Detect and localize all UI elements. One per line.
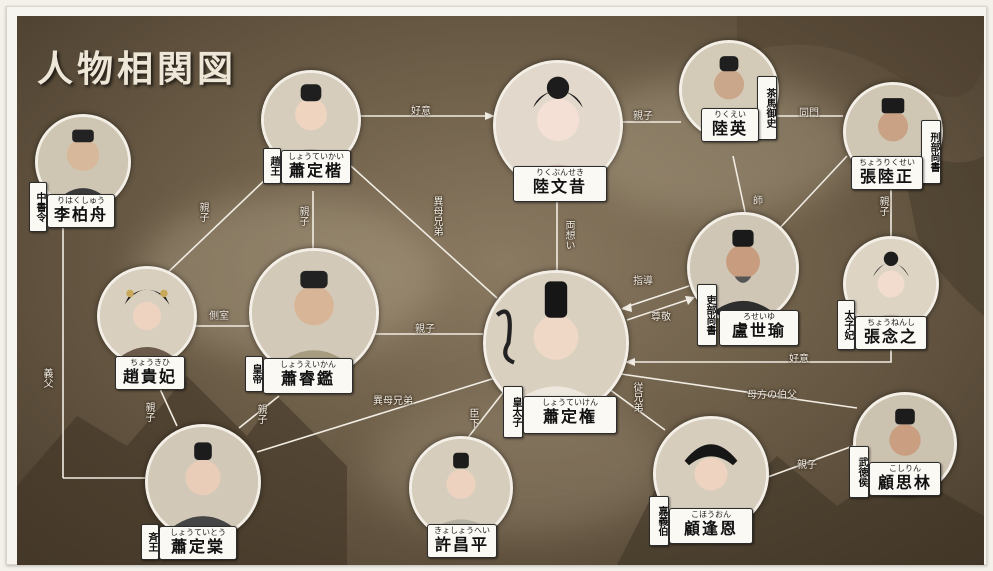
character-name: 陸文昔: [532, 177, 587, 196]
character-name: 李柏舟: [53, 205, 108, 224]
character-namebox: しょうていとう 蕭定棠: [159, 526, 237, 560]
relation-label: 親子: [877, 196, 888, 216]
relation-label: 指導: [633, 276, 653, 287]
link-emperor-tang: [238, 395, 280, 429]
character-name: 許昌平: [434, 535, 489, 554]
relation-label: 好意: [411, 106, 431, 117]
character-name: 蕭定棠: [170, 537, 225, 556]
character-name: 趙貴妃: [122, 367, 177, 386]
relation-label: 異母兄弟: [373, 396, 413, 407]
character-ruby: こしりん: [889, 464, 921, 473]
character-ruby: しょうていけん: [542, 398, 598, 407]
character-title: 刑部尚書: [921, 120, 941, 184]
character-ruby: ちょうりくせい: [859, 158, 915, 167]
link-quan-silin: [620, 373, 858, 409]
relation-label: 好意: [789, 354, 809, 365]
relationship-lines: [62, 112, 892, 479]
page-title: 人物相関図: [37, 48, 238, 90]
character-ruby: りくえい: [714, 110, 746, 119]
character-name: 顧逢恩: [683, 519, 738, 538]
relation-label: 母方の伯父: [747, 390, 797, 401]
character-title: 嘉義伯: [649, 496, 669, 546]
link-kai-guifei: [161, 175, 270, 279]
link-shiyu-quan-2: [626, 297, 694, 321]
relation-label: 親子: [143, 402, 154, 422]
character-title: 太子妃: [837, 300, 855, 350]
link-ying-shiyu: [732, 155, 748, 222]
relation-label: 親子: [255, 404, 266, 424]
character-title: 皇太子: [503, 386, 523, 438]
character-title: 趙王: [263, 148, 281, 184]
character-namebox: しょうていけん 蕭定権: [523, 396, 617, 434]
relation-label: 臣下: [467, 408, 478, 428]
portrait-image: [145, 424, 261, 540]
relation-label: 従兄弟: [631, 382, 642, 412]
relation-label: 親子: [415, 324, 435, 335]
relation-label: 尊敬: [651, 312, 671, 323]
character-namebox: こしりん 顧思林: [869, 462, 941, 496]
link-quan-xu: [462, 389, 506, 445]
character-title: 吏部尚書: [697, 284, 717, 346]
link-quan-fengen: [604, 385, 666, 431]
character-name: 顧思林: [877, 473, 932, 492]
arrowhead-zunjing: [685, 296, 695, 305]
character-ruby: りくぶんせき: [536, 168, 584, 177]
relation-label: 側室: [209, 311, 229, 322]
relation-label: 親子: [797, 460, 817, 471]
relation-label: 親子: [297, 206, 308, 226]
character-namebox: しょうえいかん 蕭睿鑑: [263, 358, 353, 394]
character-title: 武徳侯: [849, 446, 869, 498]
character-ruby: ちょうきひ: [130, 358, 170, 367]
character-ruby: きょしょうへい: [434, 526, 490, 535]
character-ruby: しょうえいかん: [280, 360, 336, 369]
chart-canvas: 人物相関図: [17, 16, 984, 565]
character-ruby: りはくしゅう: [57, 196, 105, 205]
character-title: 皇帝: [245, 356, 263, 392]
character-namebox: りはくしゅう 李柏舟: [47, 194, 115, 228]
character-ruby: しょうていとう: [170, 528, 226, 537]
character-namebox: ろせいゆ 盧世瑜: [719, 310, 799, 346]
relation-label: 異母兄弟: [431, 196, 442, 236]
character-title: 斉王: [141, 524, 159, 560]
link-shiyu-quan-1: [622, 285, 690, 309]
relation-label: 親子: [633, 111, 653, 122]
character-namebox: りくえい 陸英: [701, 108, 759, 142]
character-ruby: こほうおん: [691, 510, 731, 519]
character-name: 蕭定楷: [288, 161, 343, 180]
character-name: 盧世瑜: [731, 321, 786, 340]
character-namebox: ちょうねんし 張念之: [855, 316, 927, 350]
character-title: 中書令: [29, 182, 47, 232]
link-fengen-silin: [764, 445, 854, 479]
character-namebox: ちょうりくせい 張陸正: [851, 156, 923, 190]
link-kai-quan: [350, 165, 498, 299]
image-frame: 人物相関図: [6, 6, 987, 565]
character-name: 蕭睿鑑: [280, 369, 335, 388]
portrait-image: [97, 266, 197, 366]
arrowhead-haoyi-right: [625, 358, 635, 366]
character-name: 蕭定権: [542, 407, 597, 426]
arrowhead-zhidao: [621, 303, 632, 312]
character-ruby: ろせいゆ: [743, 312, 775, 321]
character-namebox: ちょうきひ 趙貴妃: [115, 356, 185, 390]
character-namebox: しょうていかい 蕭定楷: [281, 150, 351, 184]
character-ruby: しょうていかい: [288, 152, 344, 161]
character-title: 茶馬御史: [757, 76, 777, 140]
character-ruby: ちょうねんし: [867, 318, 915, 327]
character-name: 張念之: [863, 327, 918, 346]
character-name: 陸英: [711, 119, 748, 138]
link-zhang-shiyu: [776, 155, 848, 232]
relation-label: 義父: [41, 368, 52, 388]
character-namebox: りくぶんせき 陸文昔: [513, 166, 607, 202]
character-namebox: こほうおん 顧逢恩: [669, 508, 753, 544]
arrowhead-haoyi: [485, 112, 495, 120]
link-tang-quan: [256, 377, 496, 453]
character-name: 張陸正: [859, 167, 914, 186]
relation-label: 両想い: [563, 220, 574, 250]
character-namebox: きょしょうへい 許昌平: [427, 524, 497, 558]
relation-label: 師: [753, 196, 763, 207]
relation-label: 親子: [197, 202, 208, 222]
relation-label: 同門: [799, 108, 819, 119]
